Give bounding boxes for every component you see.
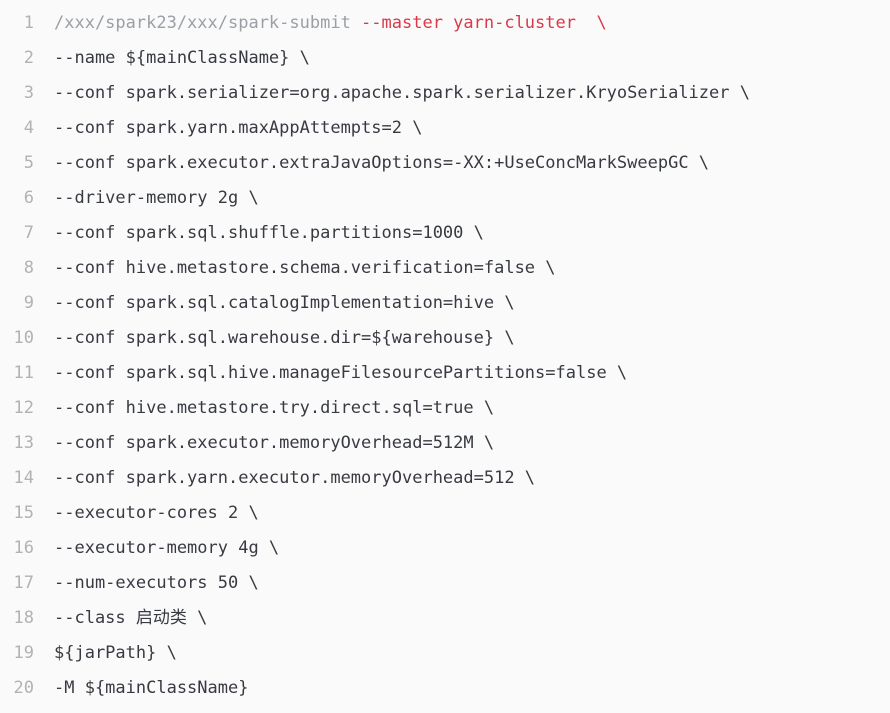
line-content: -M ${mainClassName} [54, 678, 249, 698]
line-number: 20 [13, 678, 34, 698]
line-number: 3 [23, 83, 34, 103]
line-number: 10 [13, 328, 34, 348]
line-number: 17 [13, 573, 34, 593]
code-line: 19 ${jarPath} \ [0, 636, 890, 671]
line-number: 5 [23, 153, 34, 173]
code-line: 5 --conf spark.executor.extraJavaOptions… [0, 146, 890, 181]
line-content: --class 启动类 \ [54, 608, 208, 628]
line-content: --num-executors 50 \ [54, 573, 259, 593]
code-line: 18 --class 启动类 \ [0, 601, 890, 636]
command-path: /xxx/spark23/xxx/spark-submit [54, 13, 351, 33]
line-content: ${jarPath} \ [54, 643, 177, 663]
line-number: 15 [13, 503, 34, 523]
master-flag: --master yarn-cluster \ [350, 13, 607, 33]
line-number: 12 [13, 398, 34, 418]
code-line: 3 --conf spark.serializer=org.apache.spa… [0, 76, 890, 111]
line-content: --conf spark.sql.shuffle.partitions=1000… [54, 223, 484, 243]
line-content: --conf spark.sql.warehouse.dir=${warehou… [54, 328, 515, 348]
code-line: 9 --conf spark.sql.catalogImplementation… [0, 286, 890, 321]
line-number: 16 [13, 538, 34, 558]
code-line: 8 --conf hive.metastore.schema.verificat… [0, 251, 890, 286]
line-number: 18 [13, 608, 34, 628]
code-line: 12 --conf hive.metastore.try.direct.sql=… [0, 391, 890, 426]
code-line: 15 --executor-cores 2 \ [0, 496, 890, 531]
code-line: 7 --conf spark.sql.shuffle.partitions=10… [0, 216, 890, 251]
line-number: 2 [23, 48, 34, 68]
line-number: 4 [23, 118, 34, 138]
code-line: 17 --num-executors 50 \ [0, 566, 890, 601]
line-content: --conf spark.executor.memoryOverhead=512… [54, 433, 495, 453]
code-line: 11 --conf spark.sql.hive.manageFilesourc… [0, 356, 890, 391]
code-line: 20 -M ${mainClassName} [0, 671, 890, 706]
code-line: 6 --driver-memory 2g \ [0, 181, 890, 216]
line-content: --conf spark.sql.hive.manageFilesourcePa… [54, 363, 628, 383]
line-content: --conf spark.yarn.maxAppAttempts=2 \ [54, 118, 423, 138]
line-content: --conf spark.executor.extraJavaOptions=-… [54, 153, 710, 173]
line-number: 7 [23, 223, 34, 243]
line-number: 19 [13, 643, 34, 663]
line-number: 6 [23, 188, 34, 208]
line-content: --conf hive.metastore.try.direct.sql=tru… [54, 398, 495, 418]
code-line: 13 --conf spark.executor.memoryOverhead=… [0, 426, 890, 461]
line-number: 14 [13, 468, 34, 488]
code-line: 2 --name ${mainClassName} \ [0, 41, 890, 76]
code-line: 14 --conf spark.yarn.executor.memoryOver… [0, 461, 890, 496]
line-number: 9 [23, 293, 34, 313]
line-number: 1 [23, 13, 34, 33]
line-number: 11 [13, 363, 34, 383]
line-content: --executor-cores 2 \ [54, 503, 259, 523]
line-content: --conf spark.yarn.executor.memoryOverhea… [54, 468, 536, 488]
line-content: --conf hive.metastore.schema.verificatio… [54, 258, 556, 278]
code-line: 4 --conf spark.yarn.maxAppAttempts=2 \ [0, 111, 890, 146]
line-content: --conf spark.serializer=org.apache.spark… [54, 83, 750, 103]
line-content: --conf spark.sql.catalogImplementation=h… [54, 293, 515, 313]
line-content: --executor-memory 4g \ [54, 538, 280, 558]
line-number: 8 [23, 258, 34, 278]
line-content: /xxx/spark23/xxx/spark-submit --master y… [54, 6, 890, 41]
line-content: --name ${mainClassName} \ [54, 48, 310, 68]
line-content: --driver-memory 2g \ [54, 188, 259, 208]
code-line: 10 --conf spark.sql.warehouse.dir=${ware… [0, 321, 890, 356]
line-number: 13 [13, 433, 34, 453]
code-line: 16 --executor-memory 4g \ [0, 531, 890, 566]
code-line: 1 /xxx/spark23/xxx/spark-submit --master… [0, 6, 890, 41]
